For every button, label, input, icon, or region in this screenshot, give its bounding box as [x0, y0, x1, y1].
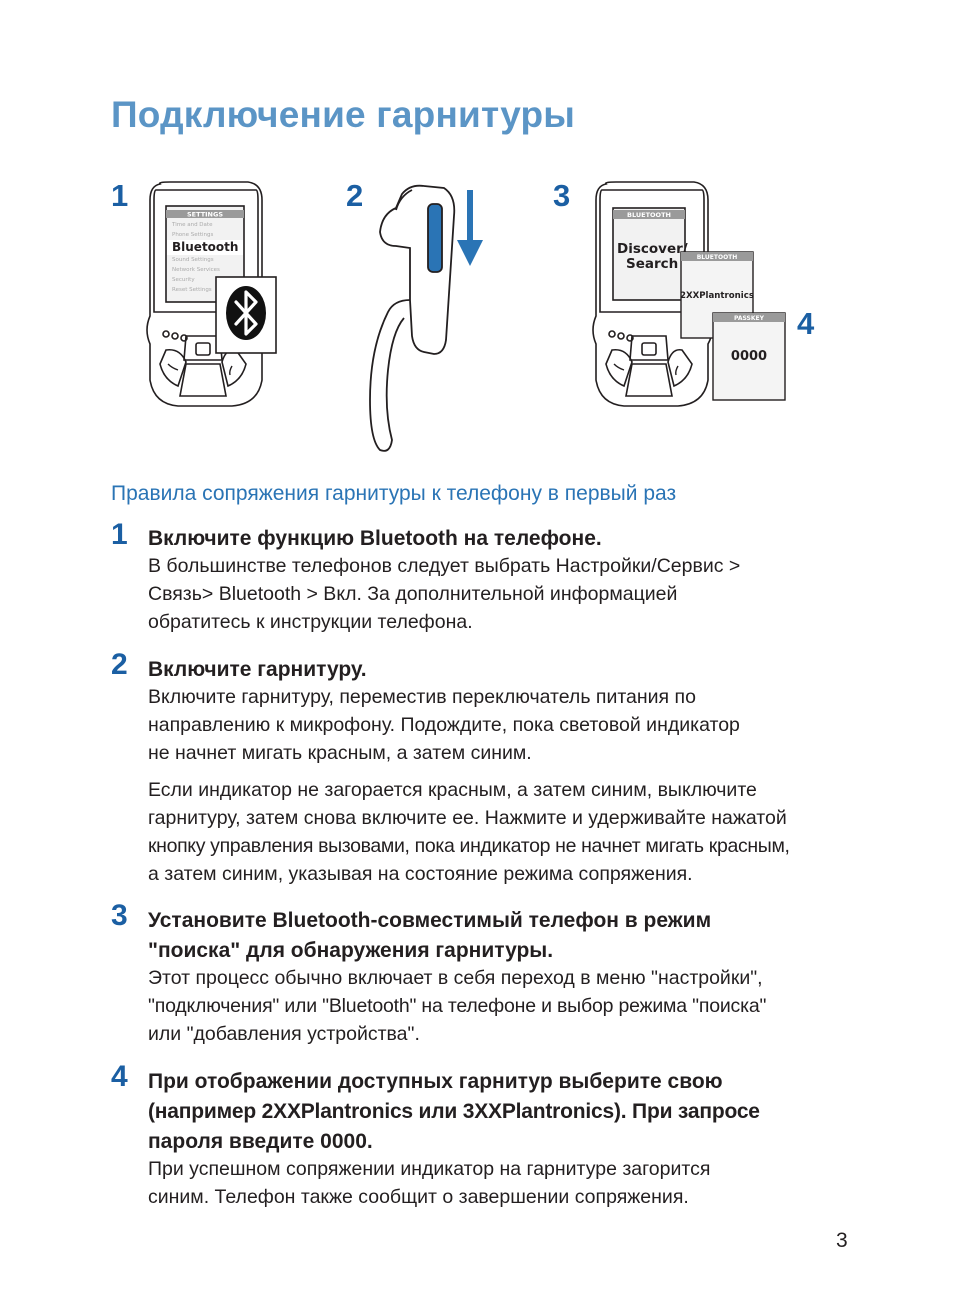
step-body-line: обратитесь к инструкции телефона.: [148, 611, 473, 633]
page-number: 3: [836, 1229, 848, 1252]
step-body: При успешном сопряжении индикатор на гар…: [148, 1155, 868, 1211]
device-popup-header: BLUETOOTH: [697, 254, 738, 261]
phone-3-screen-header: BLUETOOTH: [627, 211, 671, 219]
pairing-illustration: SETTINGS Time and Date Phone Settings Bl…: [146, 181, 786, 452]
step-heading-line: Включите функцию Bluetooth на телефоне.: [148, 527, 602, 550]
figure-number-3: 3: [553, 178, 571, 213]
step-body-line: Если индикатор не загорается красным, а …: [148, 779, 757, 801]
phone-1-menu-item: Time and Date: [171, 222, 213, 228]
step-number: 2: [111, 648, 128, 681]
step-heading-line: При отображении доступных гарнитур выбер…: [148, 1070, 723, 1093]
step-number: 4: [111, 1060, 128, 1093]
step-body-line: кнопку управления вызовами, пока индикат…: [148, 835, 790, 857]
phone-1-screen-text: SETTINGS Time and Date Phone Settings Bl…: [171, 211, 238, 294]
step-heading-line: пароля введите 0000.: [148, 1130, 373, 1153]
section-subtitle: Правила сопряжения гарнитуры к телефону …: [111, 482, 677, 505]
step-number: 1: [111, 518, 128, 551]
device-popup-value: 2XXPlantronics: [680, 291, 754, 301]
down-arrow-icon: [457, 190, 483, 266]
step-heading: Включите функцию Bluetooth на телефоне.: [148, 524, 868, 554]
page-title: Подключение гарнитуры: [111, 94, 576, 135]
step-body: Включите гарнитуру, переместив переключа…: [148, 683, 868, 767]
step-number: 3: [111, 899, 128, 932]
phone-3-screen-line-2: Search: [626, 256, 678, 272]
phone-1-menu-item: Security: [172, 277, 195, 283]
phone-1-menu-item-selected: Bluetooth: [172, 240, 238, 254]
phone-1-menu-item: Reset Settings: [172, 287, 212, 293]
step-body: В большинстве телефонов следует выбрать …: [148, 552, 868, 636]
step-heading: Установите Bluetooth-совместимый телефон…: [148, 906, 868, 966]
step-body: Этот процесс обычно включает в себя пере…: [148, 964, 868, 1048]
step-body-line: а затем синим, указывая на состояние реж…: [148, 863, 693, 885]
step-body-line: Этот процесс обычно включает в себя пере…: [148, 967, 763, 989]
bluetooth-icon: [234, 290, 258, 336]
bluetooth-badge: [215, 276, 277, 354]
step-body-line: синим. Телефон также сообщит о завершени…: [148, 1186, 689, 1208]
step-body-line: Связь> Bluetooth > Вкл. За дополнительно…: [148, 583, 678, 605]
phone-1-menu-item: Phone Settings: [172, 232, 213, 238]
step-body-line: "подключения" или "Bluetooth" на телефон…: [148, 995, 767, 1017]
passkey-popup: PASSKEY 0000: [712, 312, 786, 401]
step-body-line: При успешном сопряжении индикатор на гар…: [148, 1158, 711, 1180]
passkey-popup-value: 0000: [731, 349, 767, 364]
end-call-icon: [229, 365, 233, 376]
figure-number-4: 4: [797, 306, 815, 341]
step-heading-line: Установите Bluetooth-совместимый телефон…: [148, 909, 712, 932]
step-heading-line: Включите гарнитуру.: [148, 658, 367, 681]
step-heading-line: "поиска" для обнаружения гарнитуры.: [148, 939, 554, 962]
step-body-line: направлению к микрофону. Подождите, пока…: [148, 714, 740, 736]
phone-3-illustration: [592, 181, 713, 407]
step-body-line: или "добавления устройства".: [148, 1023, 420, 1045]
phone-1-menu-item: Network Services: [172, 267, 220, 273]
step-body-line: не начнет мигать красным, а затем синим.: [148, 742, 532, 764]
step-heading: Включите гарнитуру.: [148, 655, 868, 685]
step-heading-line: (например 2XXPlantronics или 3XXPlantron…: [148, 1100, 760, 1123]
step-body-line: Включите гарнитуру, переместив переключа…: [148, 686, 696, 708]
figure-number-1: 1: [111, 178, 129, 213]
step-body-line: гарнитуру, затем снова включите ее. Нажм…: [148, 807, 787, 829]
phone-3-screen-line-1: Discover/: [617, 241, 688, 257]
call-icon: [167, 363, 179, 371]
phone-3-screen-text: BLUETOOTH Discover/ Search: [617, 211, 688, 272]
step-heading: При отображении доступных гарнитур выбер…: [148, 1067, 868, 1157]
step-body-line: В большинстве телефонов следует выбрать …: [148, 555, 741, 577]
headset-illustration: [369, 184, 456, 452]
phone-1-menu-item: Sound Settings: [172, 257, 214, 263]
step-body: Если индикатор не загорается красным, а …: [148, 776, 868, 888]
figure-number-2: 2: [346, 178, 364, 213]
passkey-popup-header: PASSKEY: [734, 315, 765, 322]
phone-1-menu-header: SETTINGS: [187, 211, 223, 219]
